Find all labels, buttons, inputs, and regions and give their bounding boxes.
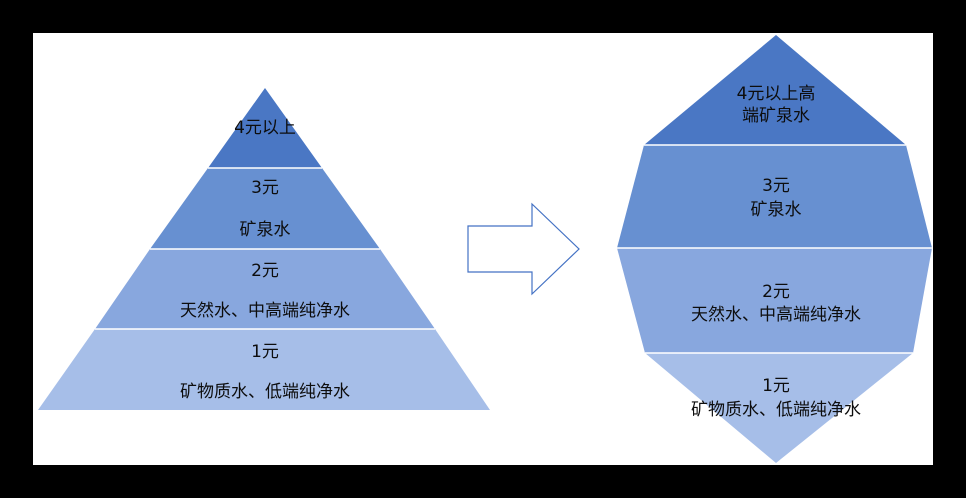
right-tier-1-shape bbox=[645, 353, 913, 463]
left-tier-4-shape bbox=[208, 88, 322, 168]
left-tier-3-name: 矿泉水 bbox=[239, 220, 291, 240]
right-tier-3-shape bbox=[617, 145, 932, 248]
left-tier-2-name: 天然水、中高端纯净水 bbox=[180, 301, 350, 321]
left-tier-1-name: 矿物质水、低端纯净水 bbox=[180, 382, 350, 402]
right-tier-4-line1: 4元以上高 bbox=[736, 84, 816, 104]
right-tier-3-price: 3元 bbox=[762, 176, 790, 196]
left-pyramid bbox=[38, 88, 490, 410]
right-tier-4-line2: 端矿泉水 bbox=[742, 106, 810, 126]
left-tier-3-price: 3元 bbox=[251, 178, 279, 198]
right-tier-1-name: 矿物质水、低端纯净水 bbox=[691, 400, 861, 420]
left-tier-2-price: 2元 bbox=[251, 261, 279, 281]
right-tier-2-shape bbox=[617, 248, 932, 353]
right-tier-4-shape bbox=[644, 35, 906, 145]
right-tier-2-name: 天然水、中高端纯净水 bbox=[691, 305, 861, 325]
left-tier-1-price: 1元 bbox=[251, 342, 279, 362]
right-arrow-outline-icon bbox=[467, 202, 580, 296]
right-tier-2-price: 2元 bbox=[762, 282, 790, 302]
right-tier-3-name: 矿泉水 bbox=[750, 200, 802, 220]
left-tier-3-shape bbox=[150, 168, 380, 249]
left-tier-1-shape bbox=[38, 329, 490, 410]
right-diamond bbox=[617, 35, 932, 463]
right-tier-1-price: 1元 bbox=[762, 376, 790, 396]
left-tier-4-price: 4元以上 bbox=[234, 118, 296, 138]
left-tier-2-shape bbox=[95, 249, 435, 329]
